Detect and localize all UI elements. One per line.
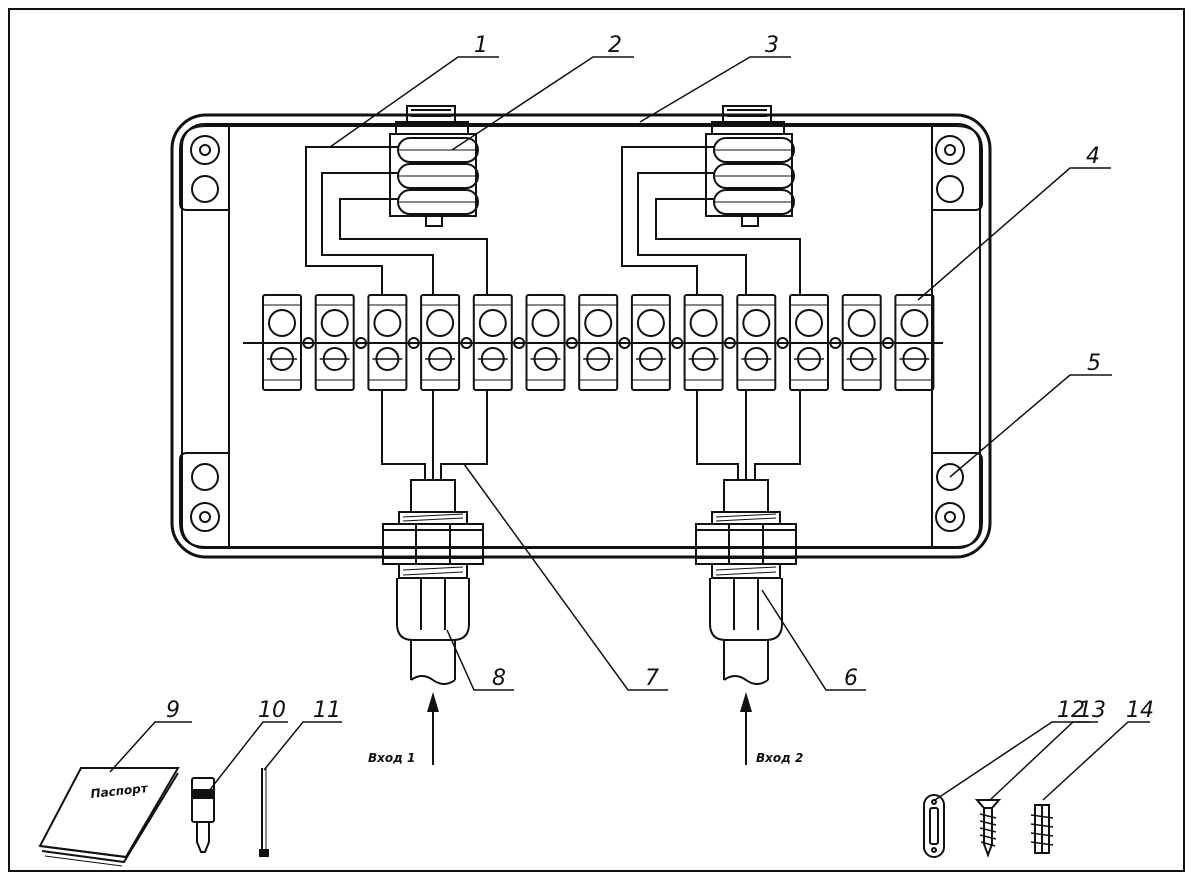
- terminal-block: [578, 294, 619, 391]
- terminal-link: [671, 337, 684, 349]
- cable-gland-left: [382, 479, 484, 685]
- terminal-link: [302, 337, 315, 349]
- mounting-pockets: [179, 125, 983, 548]
- terminal-link: [460, 337, 473, 349]
- top-connector-right: [705, 105, 795, 227]
- input-arrow-1: [427, 692, 439, 765]
- terminal-block: [420, 294, 461, 391]
- callout-14: 14: [1126, 698, 1154, 723]
- callout-9: 9: [166, 698, 180, 723]
- text-labels: Вход 1 Вход 2 Паспорт: [90, 751, 804, 801]
- terminal-block: [314, 294, 355, 391]
- terminal-block: [262, 294, 302, 391]
- terminal-link: [565, 337, 578, 349]
- terminal-link: [618, 337, 631, 349]
- top-connector-left: [389, 105, 479, 227]
- callout-13: 13: [1078, 698, 1106, 723]
- callout-8: 8: [492, 666, 506, 691]
- cable-tie-icon: [259, 768, 269, 857]
- terminal-block: [367, 294, 408, 391]
- terminal-strip: [262, 294, 935, 391]
- terminal-block: [841, 294, 882, 391]
- callout-11: 11: [313, 698, 341, 723]
- enclosure-housing: [170, 113, 992, 559]
- callout-1: 1: [474, 33, 488, 58]
- input-label-1: Вход 1: [368, 751, 415, 765]
- input-arrow-2: [740, 692, 752, 765]
- terminal-link: [723, 337, 736, 349]
- terminal-link: [407, 337, 420, 349]
- terminal-link: [355, 337, 368, 349]
- callout-5: 5: [1087, 351, 1101, 376]
- callout-10: 10: [258, 698, 286, 723]
- drawing-frame: [8, 8, 1185, 872]
- cable-gland-right: [695, 479, 797, 685]
- terminal-block: [894, 294, 935, 391]
- mounting-holes: [190, 135, 965, 532]
- cable-tip-icon: [191, 777, 215, 853]
- terminal-block: [789, 294, 829, 391]
- terminal-block: [630, 294, 671, 391]
- wires-lower: [381, 390, 801, 480]
- wires-upper: [305, 146, 801, 295]
- terminal-block: [683, 294, 724, 391]
- screw-icon: [974, 799, 1002, 858]
- terminal-link: [829, 337, 842, 349]
- callout-2: 2: [608, 33, 622, 58]
- terminal-link: [776, 337, 789, 349]
- terminal-block: [736, 294, 777, 391]
- terminal-block: [525, 294, 566, 391]
- callout-6: 6: [844, 666, 858, 691]
- callout-7: 7: [645, 666, 659, 691]
- callout-12: 12: [1057, 698, 1085, 723]
- wall-plug-icon: [1030, 804, 1054, 854]
- terminal-block: [472, 294, 513, 391]
- terminal-link: [513, 337, 526, 349]
- callout-numbers: 1 2 3 4 5 6 7 8 9 10 11 12 13 14: [166, 33, 1154, 723]
- terminal-link: [882, 337, 895, 349]
- bracket-icon: [923, 794, 945, 858]
- input-label-2: Вход 2: [756, 751, 803, 765]
- leader-lines: [109, 56, 1150, 801]
- passport-label: Паспорт: [90, 781, 150, 801]
- callout-4: 4: [1086, 144, 1100, 169]
- passport-booklet: [38, 767, 180, 867]
- callout-3: 3: [765, 33, 779, 58]
